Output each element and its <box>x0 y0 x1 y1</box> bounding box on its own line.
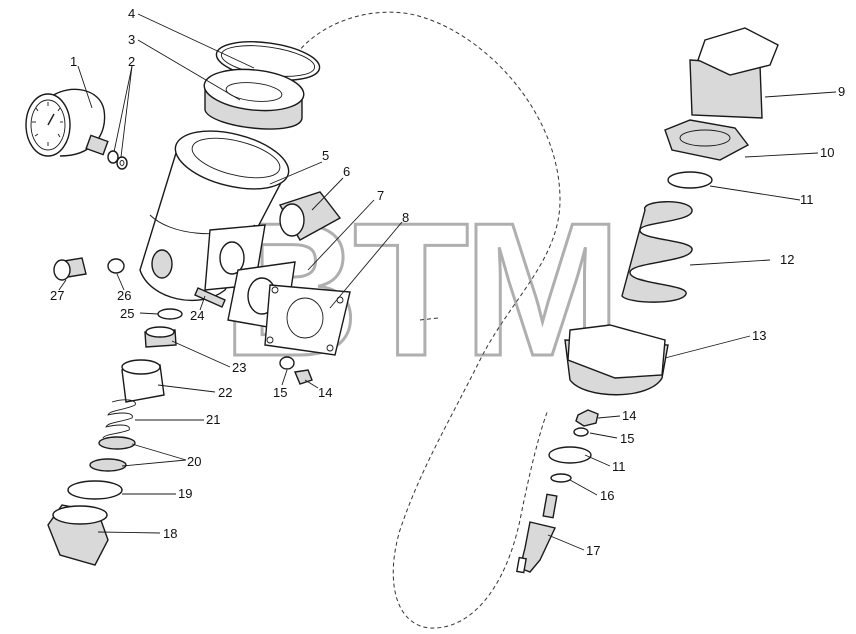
callout-18: 18 <box>163 526 177 541</box>
callout-2: 2 <box>128 54 135 69</box>
callout-13: 13 <box>752 328 766 343</box>
spring-12 <box>621 201 693 303</box>
callout-8: 8 <box>402 210 409 225</box>
flange-plate <box>264 284 351 356</box>
threaded-stud <box>194 287 226 308</box>
small-washers <box>107 150 128 170</box>
callout-27: 27 <box>50 288 64 303</box>
callout-5: 5 <box>322 148 329 163</box>
callout-labels: 1 2 3 4 5 6 7 8 9 10 11 12 13 14 15 14 1… <box>50 6 845 558</box>
seal-ring-25 <box>157 308 183 320</box>
ring-16 <box>550 473 572 483</box>
callout-25: 25 <box>120 306 134 321</box>
washer-20a <box>98 436 136 450</box>
disc-11-lower <box>548 446 592 464</box>
callout-19: 19 <box>178 486 192 501</box>
cylinder-cap <box>203 68 305 130</box>
side-fitting <box>278 191 342 241</box>
nut-washer-left <box>279 356 313 385</box>
pressure-gauge <box>25 88 109 157</box>
callout-23: 23 <box>232 360 246 375</box>
callout-12: 12 <box>780 252 794 267</box>
cap-9 <box>689 27 779 119</box>
callout-10: 10 <box>820 145 834 160</box>
spring-21 <box>102 399 136 439</box>
cap-nut-22 <box>121 359 165 403</box>
callout-15-left: 15 <box>273 385 287 400</box>
o-ring-19 <box>67 480 123 500</box>
callout-9: 9 <box>838 84 845 99</box>
callout-21: 21 <box>206 412 220 427</box>
lock-nut-10 <box>664 119 750 161</box>
washer-11-top <box>667 171 713 189</box>
washer-15-right <box>573 427 589 437</box>
callout-7: 7 <box>377 188 384 203</box>
callout-14-right: 14 <box>622 408 636 423</box>
callout-24: 24 <box>190 308 204 323</box>
plug-fitting-27 <box>53 257 87 281</box>
callout-3: 3 <box>128 32 135 47</box>
needle-17 <box>516 493 558 574</box>
callout-11-top: 11 <box>800 192 814 207</box>
callout-22: 22 <box>218 385 232 400</box>
callout-16: 16 <box>600 488 614 503</box>
callout-4: 4 <box>128 6 135 21</box>
callout-14-left: 14 <box>318 385 332 400</box>
o-ring-26 <box>107 258 125 274</box>
callout-20: 20 <box>187 454 201 469</box>
callout-15-right: 15 <box>620 431 634 446</box>
assembly-path-dashed <box>282 11 561 629</box>
threaded-plug-18 <box>47 504 109 566</box>
plug-23 <box>144 326 177 348</box>
body-13 <box>564 324 669 396</box>
callout-1: 1 <box>70 54 77 69</box>
callout-11-lower: 11 <box>612 459 626 474</box>
callout-6: 6 <box>343 164 350 179</box>
assembly-path-dash-short <box>419 317 439 321</box>
callout-26: 26 <box>117 288 131 303</box>
leader-lines <box>58 13 837 551</box>
callout-17: 17 <box>586 543 600 558</box>
washer-20b <box>89 458 127 472</box>
nut-14-right <box>575 409 599 427</box>
